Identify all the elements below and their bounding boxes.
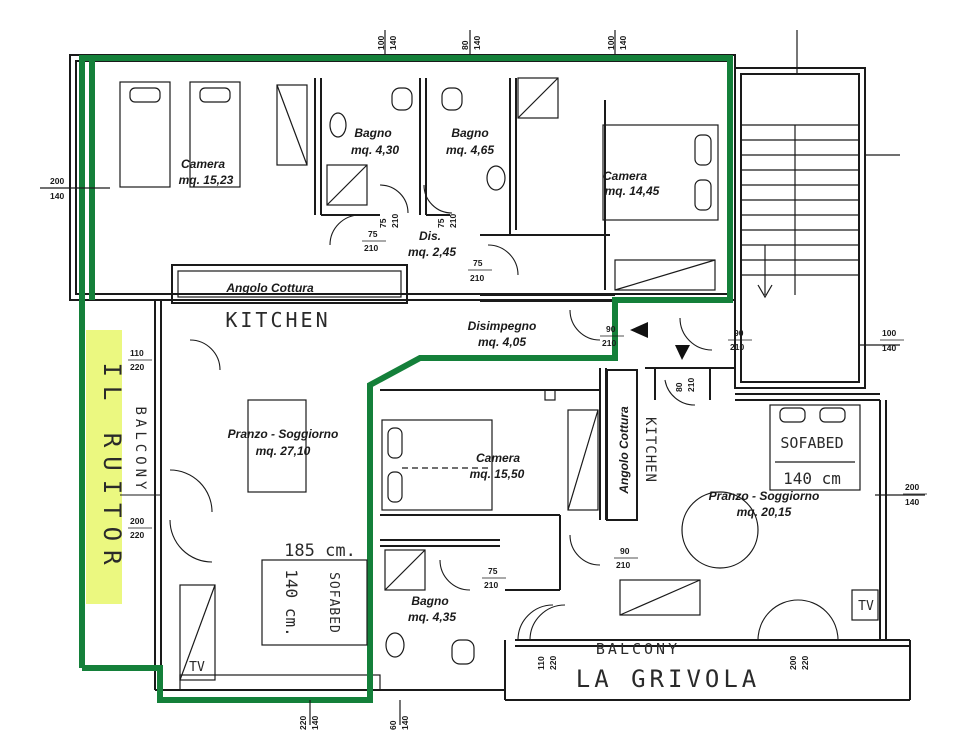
dim-bot1-a: 220: [298, 716, 308, 730]
dim-110-220b-a: 110: [536, 656, 546, 670]
dim-200-220a-b: 220: [130, 530, 144, 540]
dim-d75e-b: 210: [484, 580, 498, 590]
doors: [120, 184, 839, 641]
dim-110-220b-b: 220: [548, 656, 558, 670]
room-name-pranzo-1: Pranzo - Soggiorno: [228, 427, 339, 441]
hand-tv-2: TV: [858, 599, 874, 614]
dim-top-3-b: 140: [618, 36, 628, 50]
dim-d75a-a: 75: [378, 218, 388, 228]
dim-d75a-b: 210: [390, 214, 400, 228]
room-name-bagno-1: Bagno: [354, 126, 391, 140]
dim-top-1-a: 100: [376, 36, 386, 50]
hand-il-ruitor: IL RUITOR: [98, 362, 126, 573]
room-area-bagno-3: mq. 4,35: [408, 610, 456, 624]
dim-d80-b: 210: [686, 378, 696, 392]
dim-d75b-b: 210: [448, 214, 458, 228]
room-name-angolo-cottura-1: Angolo Cottura: [225, 281, 314, 295]
hand-kitchen-2: KITCHEN: [642, 417, 658, 483]
dim-d90b-a: 90: [734, 328, 744, 338]
dim-d75d-b: 210: [470, 273, 484, 283]
room-area-camera-ne: mq. 14,45: [605, 184, 660, 198]
dim-d75c-a: 75: [368, 229, 378, 239]
dim-right2-a: 200: [905, 482, 919, 492]
dim-200-220b-a: 200: [788, 656, 798, 670]
dimension-ticks: [48, 187, 927, 579]
furniture: [119, 77, 879, 681]
dim-d90b-b: 210: [730, 342, 744, 352]
highlight-strip: [86, 330, 122, 604]
dim-d90c-b: 210: [616, 560, 630, 570]
room-area-dis: mq. 2,45: [408, 245, 456, 259]
dimension-labels: 100 140 80 140 100 140 200 140 75 210 75…: [50, 36, 919, 730]
dim-right2-b: 140: [905, 497, 919, 507]
dim-bot2-b: 140: [400, 716, 410, 730]
room-name-angolo-cottura-2: Angolo Cottura: [617, 406, 631, 495]
dim-right1-a: 100: [882, 328, 896, 338]
hand-size-185: 185 cm.: [284, 541, 356, 561]
window-marks: [40, 30, 925, 725]
apartment-outline: [79, 55, 733, 703]
dim-d90a-a: 90: [606, 324, 616, 334]
entry-arrow-icon: [630, 322, 648, 338]
dim-right1-b: 140: [882, 343, 896, 353]
hand-la-grivola: LA GRIVOLA: [576, 665, 761, 693]
dim-d75d-a: 75: [473, 258, 483, 268]
room-area-pranzo-1: mq. 27,10: [256, 444, 311, 458]
dim-200-220b-b: 220: [800, 656, 810, 670]
room-name-bagno-3: Bagno: [411, 594, 448, 608]
room-area-camera-nw: mq. 15,23: [179, 173, 234, 187]
dim-110-220a-b: 220: [130, 362, 144, 372]
dim-110-220a-a: 110: [130, 348, 144, 358]
dim-200-220a-a: 200: [130, 516, 144, 526]
dim-top-2-a: 80: [460, 40, 470, 50]
dim-top-1-b: 140: [388, 36, 398, 50]
room-name-camera-ne: Camera: [603, 169, 647, 183]
dim-bot1-b: 140: [310, 716, 320, 730]
room-area-bagno-2: mq. 4,65: [446, 143, 494, 157]
room-area-disimpegno: mq. 4,05: [478, 335, 526, 349]
room-name-dis: Dis.: [419, 229, 441, 243]
hand-size-140a: 140 cm.: [282, 569, 301, 636]
dim-d90c-a: 90: [620, 546, 630, 556]
room-area-pranzo-2: mq. 20,15: [737, 505, 792, 519]
dim-d75b-a: 75: [436, 218, 446, 228]
room-name-disimpegno: Disimpegno: [468, 319, 537, 333]
room-area-camera-c: mq. 15,50: [470, 467, 525, 481]
room-name-camera-nw: Camera: [181, 157, 225, 171]
dim-bot2-a: 60: [388, 720, 398, 730]
hand-kitchen-1: KITCHEN: [225, 308, 330, 332]
room-name-bagno-2: Bagno: [451, 126, 488, 140]
dim-d75c-b: 210: [364, 243, 378, 253]
dim-left-a: 200: [50, 176, 64, 186]
dim-d75e-a: 75: [488, 566, 498, 576]
entry-arrow-icon-2: [675, 345, 690, 360]
dim-d80-a: 80: [674, 382, 684, 392]
hand-sofabed-1: SOFABED: [326, 572, 341, 634]
dim-left-b: 140: [50, 191, 64, 201]
staircase: [740, 124, 860, 299]
hand-balcony-2: BALCONY: [596, 640, 680, 658]
hand-balcony-1: BALCONY: [132, 406, 148, 493]
dim-d90a-b: 210: [602, 338, 616, 348]
dim-top-3-a: 100: [606, 36, 616, 50]
hand-sofabed-2: SOFABED: [780, 434, 843, 452]
hand-tv-1: TV: [189, 660, 205, 675]
room-name-pranzo-2: Pranzo - Soggiorno: [709, 489, 820, 503]
dim-top-2-b: 140: [472, 36, 482, 50]
room-name-camera-c: Camera: [476, 451, 520, 465]
room-area-bagno-1: mq. 4,30: [351, 143, 399, 157]
hand-size-140b: 140 cm: [783, 469, 841, 488]
